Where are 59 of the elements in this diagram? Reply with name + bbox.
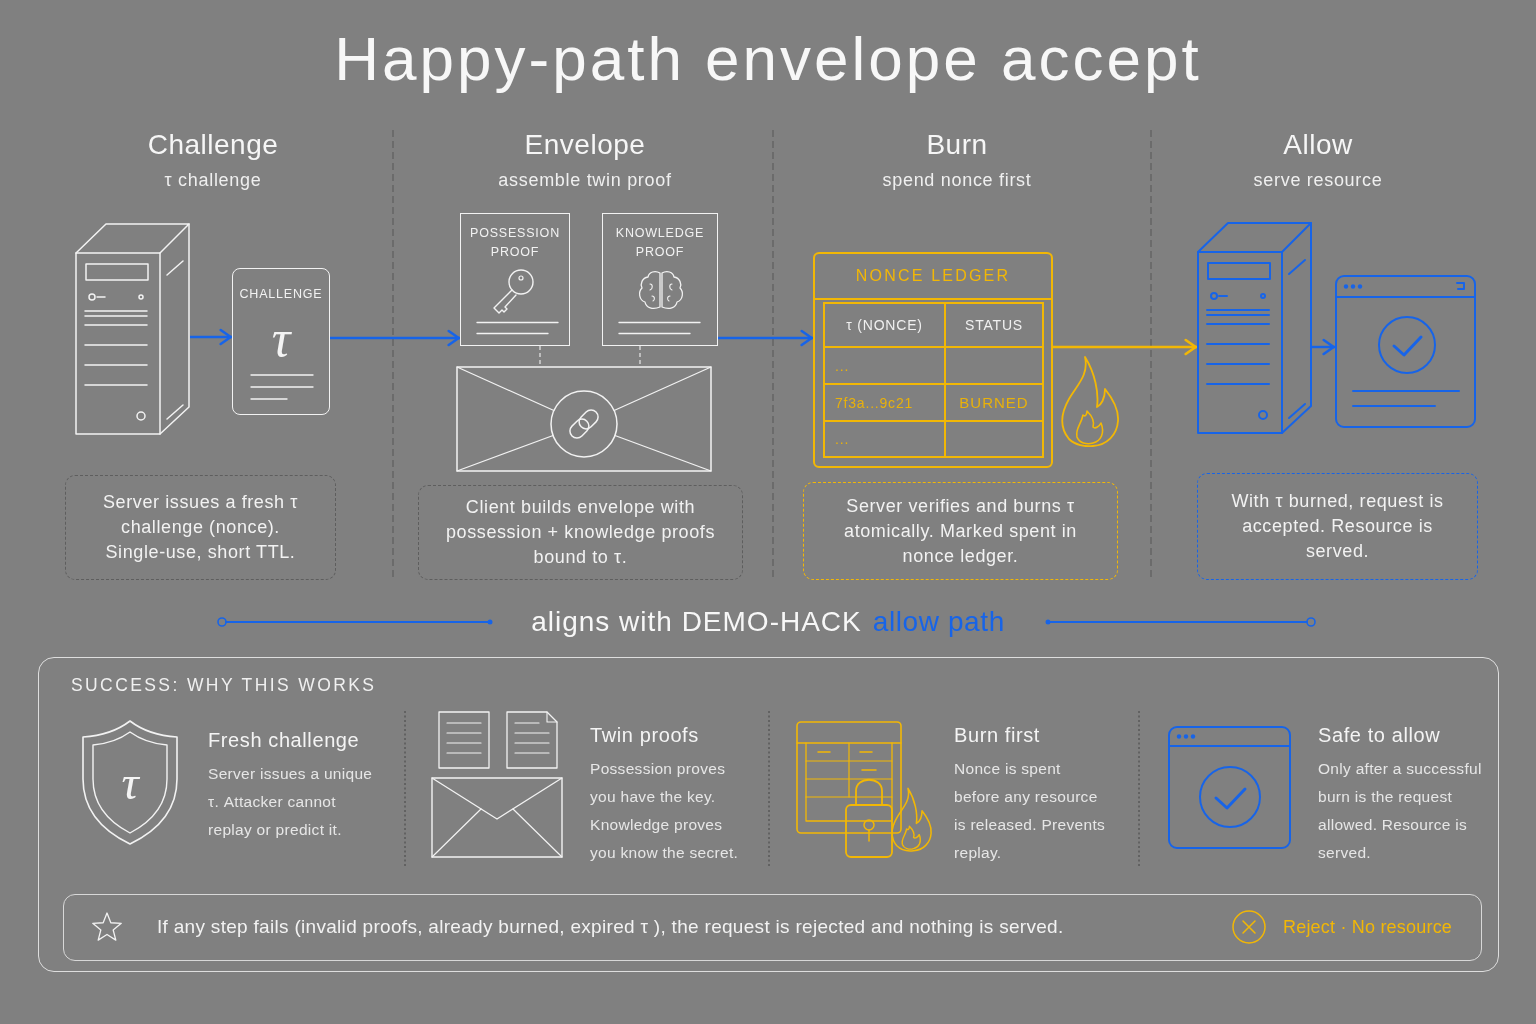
banner-highlight: allow path — [872, 606, 1005, 638]
stage-subtitle: serve resource — [1253, 169, 1383, 191]
diagram-title: Happy-path envelope accept — [334, 23, 1202, 95]
table-cell: ... — [825, 348, 946, 385]
description-text: Client builds envelope with possession + knowledge proofs bound to τ. — [444, 496, 717, 569]
stage-subtitle: τ challenge — [164, 169, 262, 191]
description-text: Server issues a fresh τ challenge (nonce). Single-use, short TTL. — [102, 491, 299, 564]
proof-title: KNOWLEDGE PROOF — [614, 225, 706, 261]
stage-title: Envelope — [524, 128, 646, 162]
proof-title: POSSESSION PROOF — [469, 225, 561, 261]
tau-symbol: τ — [121, 757, 139, 809]
arrow — [190, 328, 232, 346]
column-header: STATUS — [946, 304, 1044, 348]
note-box — [418, 485, 743, 580]
reject-status: Reject · No resource — [1283, 916, 1453, 939]
arrow — [330, 329, 460, 347]
description-text: With τ burned, request is accepted. Resource is served. — [1230, 490, 1445, 563]
footer-note: If any step fails (invalid proofs, already burned, expired τ ), the request is rejected and nothing is served. — [157, 915, 1064, 939]
note-bar — [63, 894, 1482, 961]
feature-text: Server issues a unique τ. Attacker cannot replay or predict it. — [208, 764, 374, 840]
note-box — [803, 482, 1118, 580]
challenge-card — [232, 268, 330, 415]
panel-heading: SUCCESS: WHY THIS WORKS — [71, 674, 377, 696]
arrow — [718, 329, 813, 347]
arrow — [1312, 338, 1335, 356]
summary-panel — [38, 657, 1499, 972]
feature-title: Safe to allow — [1318, 723, 1441, 747]
feature-text: Only after a successful burn is the request allowed. Resource is served. — [1318, 759, 1483, 863]
banner-text: aligns with DEMO-HACK — [531, 606, 862, 638]
note-box — [1197, 473, 1478, 580]
ledger-panel — [813, 252, 1053, 468]
envelope-illustration — [456, 366, 712, 472]
server-illustration — [1197, 222, 1312, 434]
card-label: CHALLENGE — [238, 286, 324, 303]
stage-title: Allow — [1283, 128, 1353, 162]
stage-title: Burn — [926, 128, 988, 162]
feature-title: Twin proofs — [590, 723, 699, 747]
connector-line — [639, 345, 641, 367]
ledger-title: NONCE LEDGER — [815, 254, 1051, 300]
connector-line — [539, 345, 541, 367]
feature-title: Burn first — [954, 723, 1041, 747]
note-box — [65, 475, 336, 580]
stage-subtitle: spend nonce first — [882, 169, 1032, 191]
table-cell: ... — [825, 422, 946, 458]
column-header: τ (NONCE) — [825, 304, 946, 348]
feature-text: Nonce is spent before any resource is released. Prevents replay. — [954, 759, 1106, 863]
stage-title: Challenge — [147, 128, 279, 162]
browser-window-illustration — [1335, 275, 1476, 428]
server-illustration — [75, 223, 190, 435]
feature-title: Fresh challenge — [208, 728, 360, 752]
stage-subtitle: assemble twin proof — [498, 169, 672, 191]
proof-card — [460, 213, 570, 346]
proof-card — [602, 213, 718, 346]
arrow — [1053, 338, 1197, 356]
table-cell: BURNED — [946, 385, 1044, 422]
description-text: Server verifies and burns τ atomically. Marked spent in nonce ledger. — [843, 494, 1078, 568]
table-cell: 7f3a...9c21 — [825, 385, 946, 422]
tau-symbol: τ — [271, 311, 291, 367]
feature-text: Possession proves you have the key. Knowledge proves you know the secret. — [590, 759, 740, 863]
